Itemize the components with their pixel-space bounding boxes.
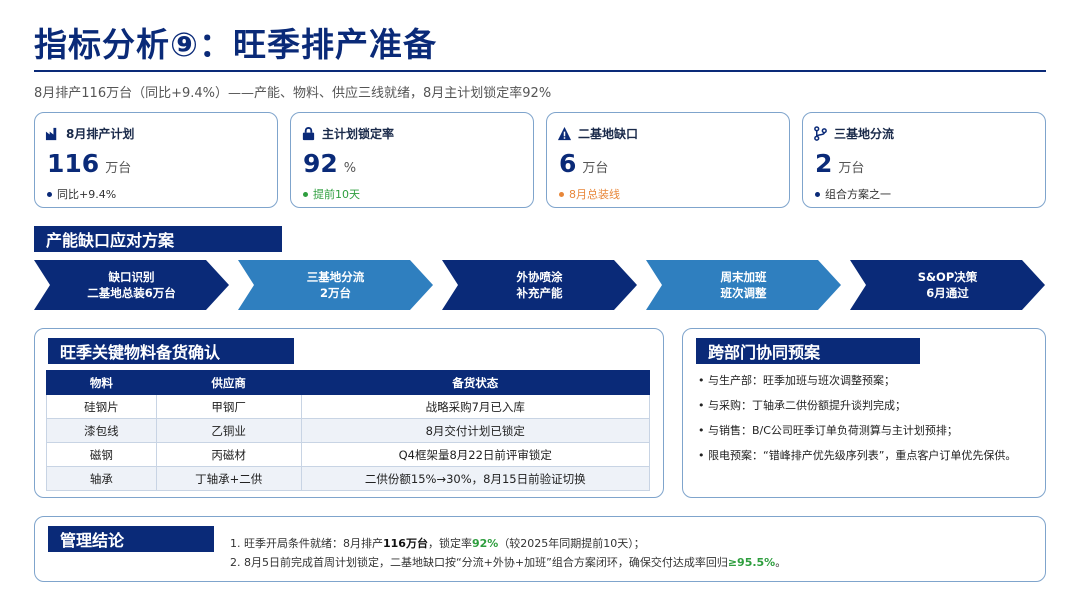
- kpi-label: 8月排产计划: [66, 127, 135, 141]
- conclusion-line-1: 1. 旺季开局条件就绪：8月排产116万台，锁定率92%（较2025年同期提前1…: [230, 534, 786, 553]
- chevron-shape: [646, 260, 841, 310]
- plan-flow: 缺口识别 二基地总装6万台 三基地分流 2万台 外协喷涂 补充产能 周末加班 班…: [34, 260, 1046, 310]
- kpi-card-lock-rate: 主计划锁定率 92 % 提前10天: [290, 112, 534, 208]
- column-header: 备货状态: [300, 370, 651, 395]
- kpi-value: 6: [559, 149, 577, 178]
- text-run: 1. 旺季开局条件就绪：8月排产: [230, 537, 383, 550]
- section-title-collab: 跨部门协同预案: [696, 338, 920, 364]
- section-title-plan: 产能缺口应对方案: [34, 226, 282, 252]
- status-cell: 二供份额15%→30%，8月15日前验证切换: [300, 466, 651, 491]
- flow-step: 周末加班 班次调整: [646, 260, 841, 310]
- collab-item-text: 与生产部：旺季加班与班次调整预案；: [708, 374, 895, 387]
- flow-step: 缺口识别 二基地总装6万台: [34, 260, 229, 310]
- chevron-shape: [238, 260, 433, 310]
- kpi-label: 三基地分流: [834, 127, 895, 141]
- lock-icon: [302, 127, 315, 141]
- bullet-dot: [47, 191, 52, 197]
- kpi-note: 同比+9.4%: [57, 188, 117, 201]
- branch-icon: [814, 126, 827, 141]
- kpi-label: 二基地缺口: [578, 127, 639, 141]
- page-title: 指标分析⑨：旺季排产准备: [34, 25, 437, 64]
- flow-step-detail: 补充产能: [516, 286, 563, 300]
- list-item: • 与采购：丁轴承二供份额提升谈判完成；: [698, 399, 906, 412]
- kpi-unit: 万台: [105, 161, 132, 176]
- status-cell: 8月交付计划已锁定: [300, 418, 651, 443]
- supplier-cell: 乙铜业: [155, 418, 302, 443]
- chevron-shape: [850, 260, 1045, 310]
- highlight-value: ≥95.5%: [727, 556, 776, 569]
- factory-icon: [45, 127, 57, 141]
- chevron-shape: [34, 260, 229, 310]
- text-run: 。: [775, 556, 787, 569]
- flow-step-title: 三基地分流: [306, 270, 365, 284]
- bullet-dot: [303, 191, 308, 197]
- kpi-value: 92: [303, 149, 338, 178]
- collab-item-text: 限电预案：“错峰排产优先级序列表”，重点客户订单优先保供。: [708, 449, 1017, 462]
- flow-step-detail: 班次调整: [720, 286, 767, 300]
- collab-item-text: 与采购：丁轴承二供份额提升谈判完成；: [708, 399, 906, 412]
- flow-step-title: 缺口识别: [108, 270, 155, 284]
- kpi-value: 2: [815, 149, 833, 178]
- conclusion-text: 1. 旺季开局条件就绪：8月排产116万台，锁定率92%（较2025年同期提前1…: [230, 534, 786, 572]
- material-cell: 漆包线: [46, 418, 157, 443]
- flow-step: 外协喷涂 补充产能: [442, 260, 637, 310]
- highlight-value: 116万台: [383, 537, 428, 550]
- kpi-card-base2-gap: 二基地缺口 6 万台 8月总装线: [546, 112, 790, 208]
- kpi-unit: 万台: [838, 161, 865, 176]
- kpi-unit: %: [343, 161, 357, 176]
- bullet-dot: [815, 191, 820, 197]
- warning-icon: [557, 126, 572, 141]
- highlight-value: 92%: [471, 537, 499, 550]
- table-row: 轴承 丁轴承+二供 二供份额15%→30%，8月15日前验证切换: [46, 466, 651, 491]
- list-item: • 与销售：B/C公司旺季订单负荷测算与主计划预排；: [698, 424, 958, 437]
- flow-step-detail: 2万台: [319, 286, 351, 300]
- bullet-dot: [559, 191, 564, 197]
- supplier-cell: 丙磁材: [155, 442, 302, 467]
- flow-step-detail: 二基地总装6万台: [87, 286, 176, 300]
- chevron-shape: [442, 260, 637, 310]
- flow-step-title: 外协喷涂: [516, 270, 563, 284]
- flow-step-title: S&OP决策: [917, 270, 978, 284]
- flow-step: 三基地分流 2万台: [238, 260, 433, 310]
- kpi-card-base3-shunt: 三基地分流 2 万台 组合方案之一: [802, 112, 1046, 208]
- status-cell: Q4框架量8月22日前评审锁定: [300, 442, 651, 467]
- table-row: 磁钢 丙磁材 Q4框架量8月22日前评审锁定: [46, 442, 651, 467]
- kpi-label: 主计划锁定率: [322, 127, 395, 141]
- conclusion-line-2: 2. 8月5日前完成首周计划锁定，二基地缺口按“分流+外协+加班”组合方案闭环，…: [230, 553, 786, 572]
- list-item: • 与生产部：旺季加班与班次调整预案；: [698, 374, 895, 387]
- material-cell: 轴承: [46, 466, 157, 491]
- page-subtitle: 8月排产116万台（同比+9.4%）——产能、物料、供应三线就绪，8月主计划锁定…: [34, 86, 552, 101]
- text-run: （较2025年同期提前10天）；: [498, 537, 645, 550]
- flow-step-detail: 6月通过: [926, 286, 969, 300]
- section-title-materials: 旺季关键物料备货确认: [48, 338, 294, 364]
- kpi-value: 116: [47, 149, 100, 178]
- flow-step: S&OP决策 6月通过: [850, 260, 1045, 310]
- text-run: 2. 8月5日前完成首周计划锁定，二基地缺口按“分流+外协+加班”组合方案闭环，…: [230, 556, 728, 569]
- supplier-cell: 丁轴承+二供: [155, 466, 302, 491]
- kpi-note: 组合方案之一: [825, 188, 891, 201]
- flow-step-title: 周末加班: [720, 270, 767, 284]
- kpi-unit: 万台: [582, 161, 609, 176]
- kpi-card-production-plan: 8月排产计划 116 万台 同比+9.4%: [34, 112, 278, 208]
- kpi-note: 提前10天: [313, 188, 360, 201]
- collab-item-text: 与销售：B/C公司旺季订单负荷测算与主计划预排；: [708, 424, 958, 437]
- column-header: 物料: [46, 370, 157, 395]
- status-cell: 战略采购7月已入库: [300, 394, 651, 419]
- text-run: ，锁定率: [427, 537, 472, 550]
- kpi-note: 8月总装线: [569, 188, 620, 201]
- title-divider: [34, 70, 1046, 72]
- collab-list: • 与生产部：旺季加班与班次调整预案； • 与采购：丁轴承二供份额提升谈判完成；…: [698, 372, 1038, 472]
- material-cell: 硅钢片: [46, 394, 157, 419]
- table-row: 漆包线 乙铜业 8月交付计划已锁定: [46, 418, 651, 443]
- list-item: • 限电预案：“错峰排产优先级序列表”，重点客户订单优先保供。: [698, 449, 1017, 462]
- supplier-cell: 甲钢厂: [155, 394, 302, 419]
- section-title-conclusion: 管理结论: [48, 526, 214, 552]
- column-header: 供应商: [155, 370, 302, 395]
- table-row: 硅钢片 甲钢厂 战略采购7月已入库: [46, 394, 651, 419]
- materials-table: 物料 供应商 备货状态 硅钢片 甲钢厂 战略采购7月已入库 漆包线 乙铜业 8月…: [46, 370, 651, 491]
- table-header-row: 物料 供应商 备货状态: [46, 370, 651, 395]
- material-cell: 磁钢: [46, 442, 157, 467]
